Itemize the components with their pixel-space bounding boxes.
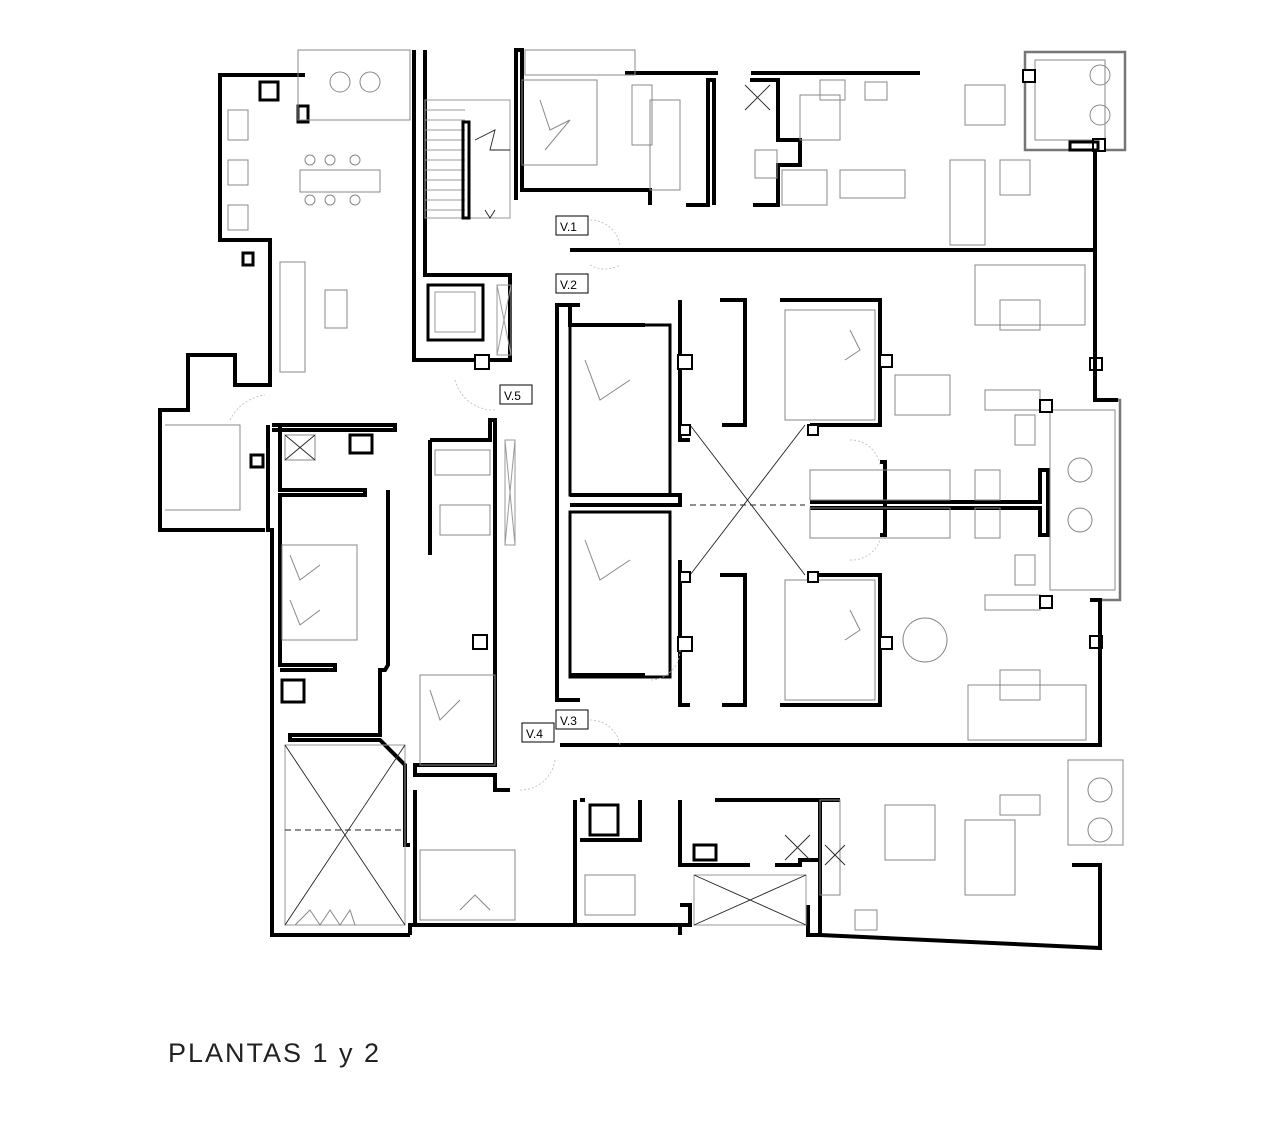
apartment-top-right — [799, 50, 1127, 246]
tag-v1: V.1 — [560, 220, 577, 234]
plan-title: PLANTAS 1 y 2 — [168, 1038, 382, 1068]
apartment-v2 — [555, 298, 893, 707]
apartment-right-middle — [560, 250, 1122, 747]
door-swings — [454, 219, 881, 791]
apartment-v1 — [514, 48, 828, 207]
dwelling-tags: V.1 V.2 V.3 V.4 V.5 — [499, 215, 589, 743]
tag-v2: V.2 — [560, 278, 577, 292]
apartment-v5 — [272, 418, 516, 847]
tag-v3: V.3 — [560, 714, 577, 728]
tag-v5: V.5 — [504, 389, 521, 403]
stair-core — [424, 99, 512, 370]
apartment-top-left — [165, 49, 411, 511]
bottom-left-shaft — [284, 744, 406, 926]
tag-v4: V.4 — [526, 727, 543, 741]
perimeter-walls — [158, 50, 1102, 951]
apartment-bottom — [413, 759, 1124, 937]
